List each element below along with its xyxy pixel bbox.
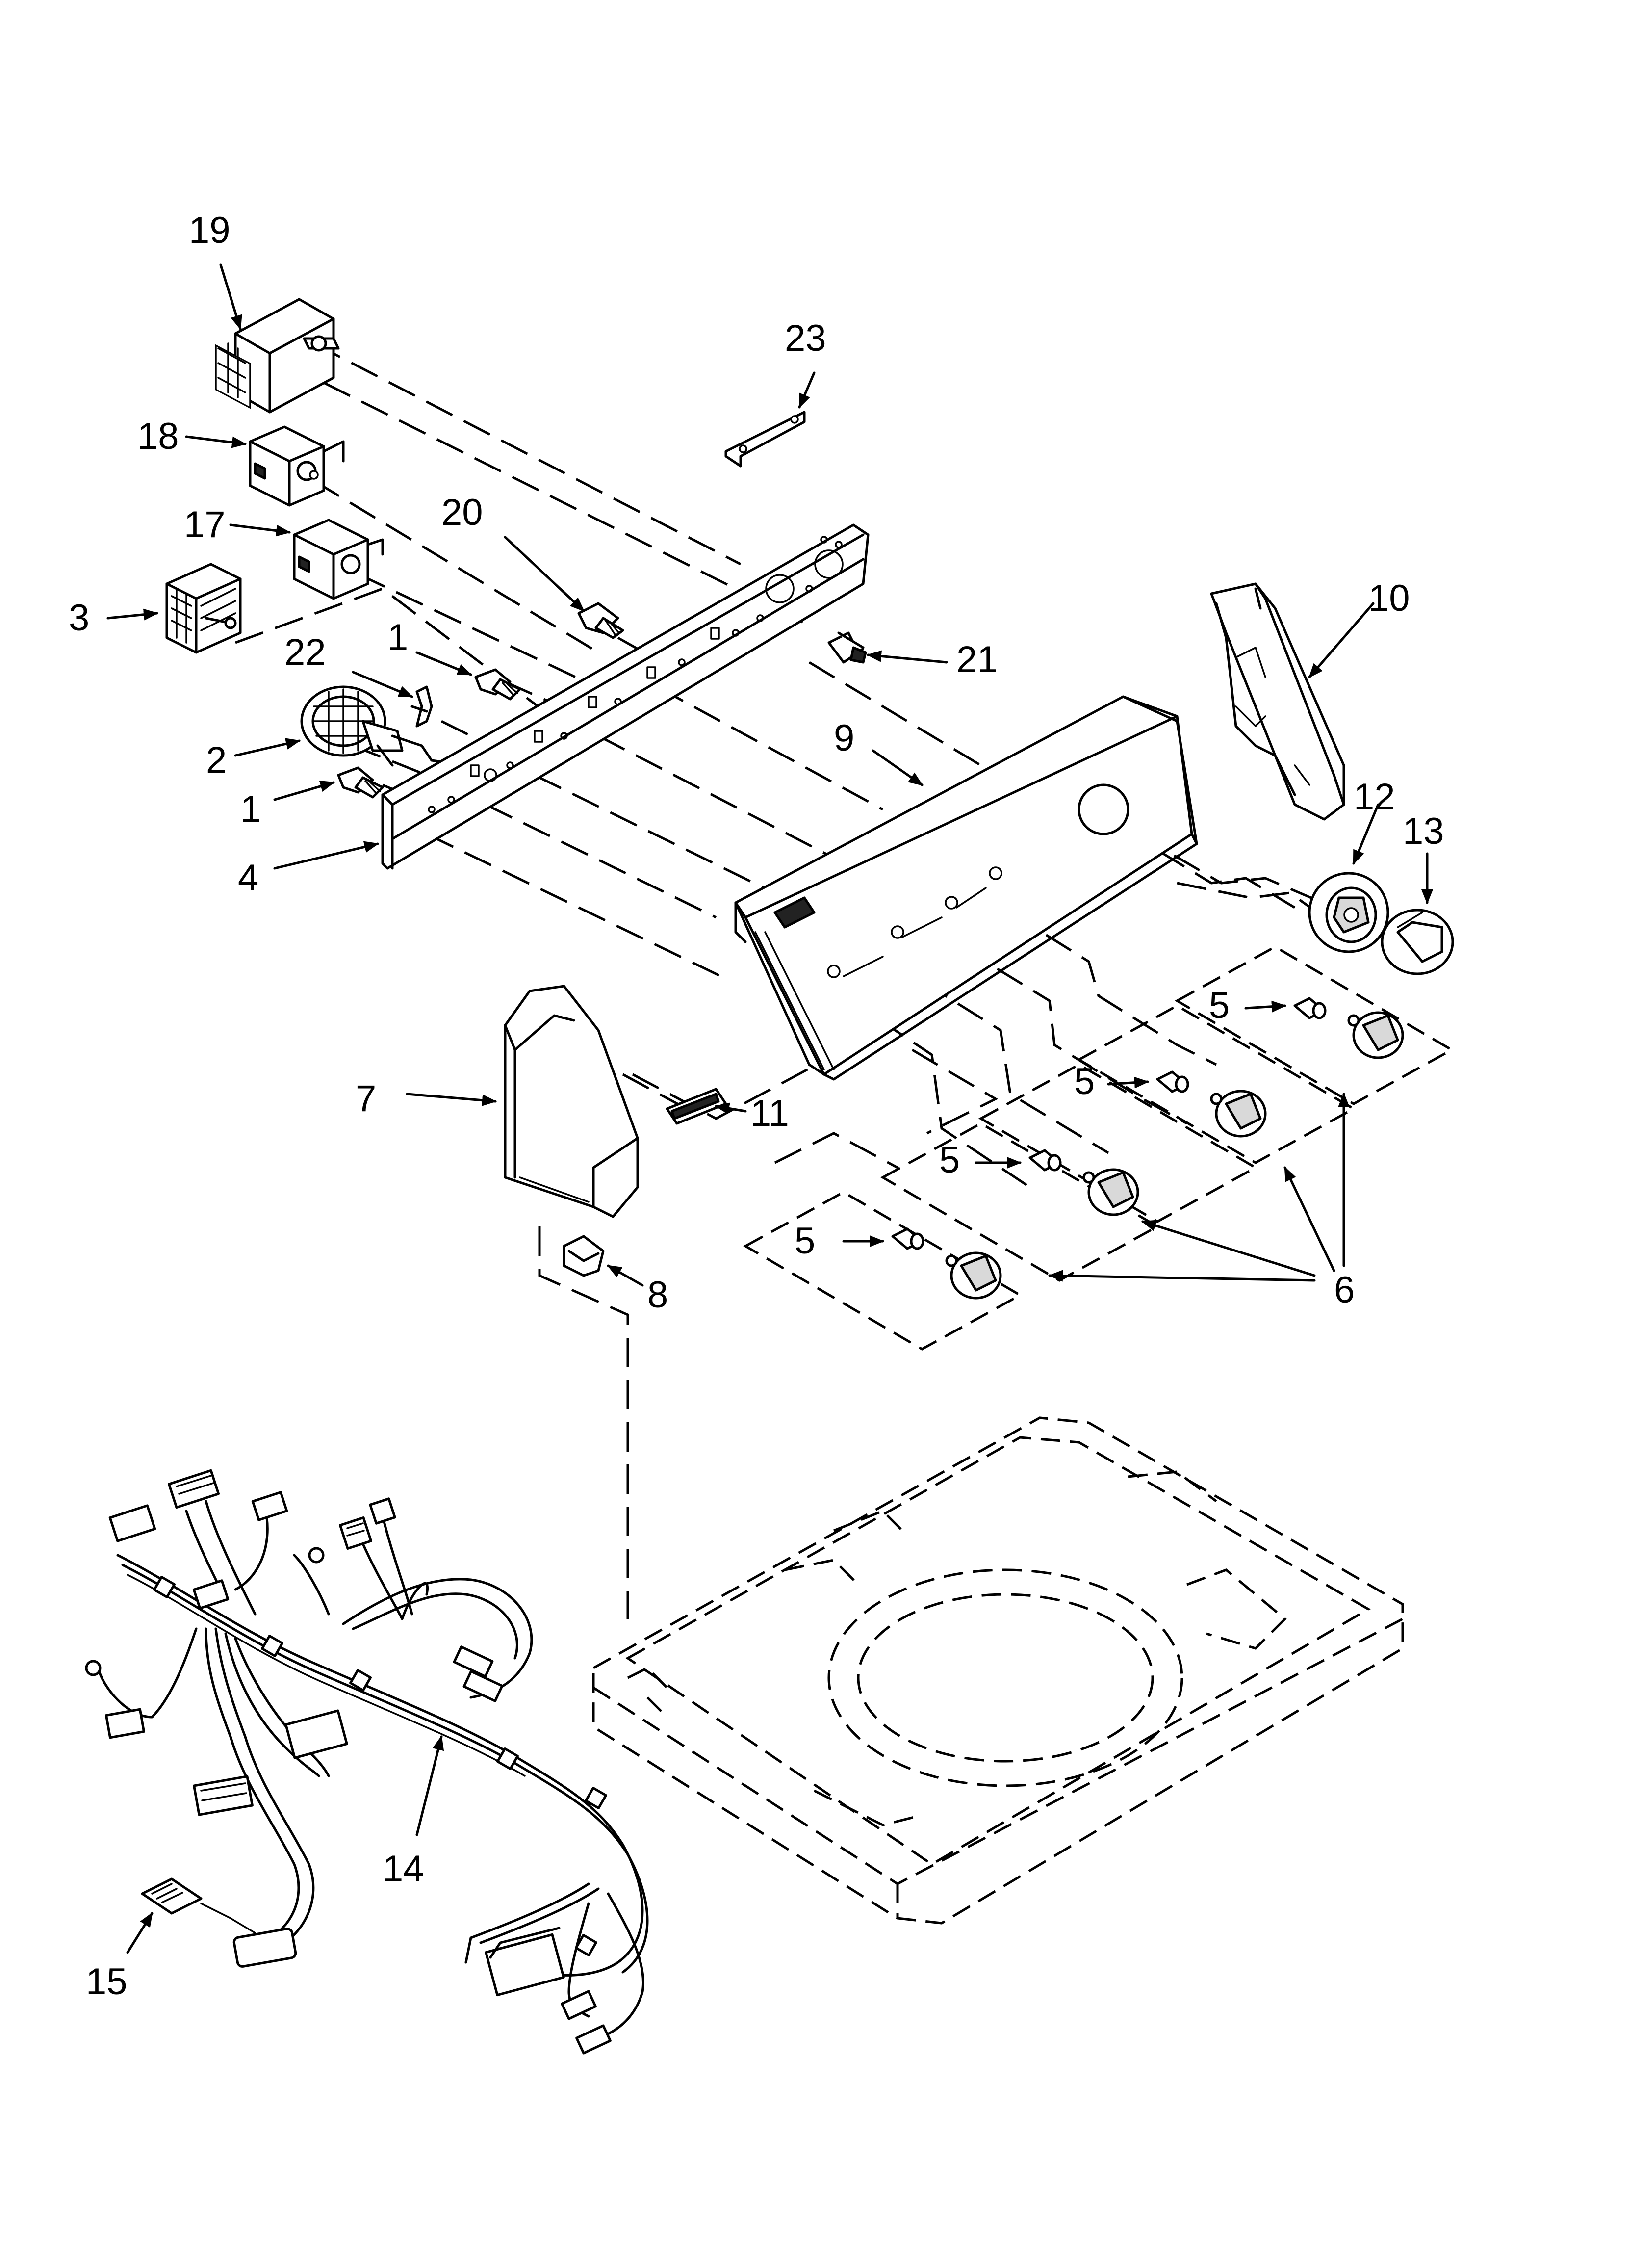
screw-1-top	[474, 668, 521, 701]
knob-6c	[1082, 1168, 1139, 1216]
wire-harness-14	[85, 1469, 649, 2055]
label-5-b: 5	[1074, 1061, 1095, 1102]
knob-6d	[945, 1251, 1002, 1300]
cabinet-top-outline	[592, 1416, 1404, 1925]
knob-6b	[1210, 1090, 1267, 1138]
label-6: 6	[1334, 1269, 1355, 1311]
label-4: 4	[238, 857, 258, 899]
label-1-top: 1	[387, 617, 408, 658]
label-23: 23	[785, 317, 826, 359]
screw-1-bottom	[337, 766, 384, 799]
label-7: 7	[356, 1078, 376, 1120]
label-5-a: 5	[1209, 985, 1230, 1026]
switch-11	[666, 1088, 727, 1125]
knob-insert-5b	[1156, 1070, 1189, 1093]
label-5-d: 5	[795, 1220, 815, 1262]
label-18: 18	[137, 416, 179, 457]
knob-13	[1381, 909, 1454, 975]
switch-3	[165, 563, 242, 654]
label-13: 13	[1403, 810, 1444, 852]
bezel-12	[1308, 872, 1389, 953]
knob-insert-5d	[891, 1227, 924, 1250]
label-8: 8	[647, 1274, 668, 1316]
knob-6a	[1347, 1011, 1404, 1059]
label-1-bottom: 1	[240, 788, 261, 830]
label-20: 20	[441, 492, 483, 533]
clip-22	[410, 685, 433, 728]
knob-insert-5a	[1293, 997, 1327, 1019]
clip-8	[563, 1235, 605, 1277]
switch-18	[249, 425, 345, 507]
label-11: 11	[750, 1093, 789, 1134]
bracket-23	[724, 411, 806, 468]
screw-21	[827, 631, 867, 664]
screw-20	[577, 602, 624, 639]
console-plate-4	[381, 523, 870, 870]
knob-insert-5c	[1028, 1149, 1062, 1172]
label-5-c: 5	[939, 1139, 960, 1181]
label-21: 21	[956, 639, 998, 680]
side-cap-7	[504, 985, 639, 1218]
label-3: 3	[69, 597, 89, 639]
timer-switch-19	[215, 298, 340, 414]
label-2: 2	[206, 739, 227, 781]
label-19: 19	[189, 209, 231, 251]
switch-17	[293, 519, 384, 600]
board-15	[141, 1877, 256, 1934]
callout-labels: 19 23 18 20 17 3 10 1 21 22 9 2 12 1 13 …	[69, 209, 1444, 2003]
label-22: 22	[284, 631, 326, 673]
label-15: 15	[86, 1961, 128, 2003]
label-12: 12	[1354, 776, 1395, 818]
pressure-switch-2	[300, 685, 472, 767]
leader-arrows	[106, 263, 1433, 1954]
label-10: 10	[1368, 577, 1410, 619]
label-17: 17	[184, 504, 226, 546]
control-panel-9	[734, 695, 1198, 1081]
label-9: 9	[834, 717, 854, 759]
label-14: 14	[383, 1848, 424, 1890]
end-cap-10	[1210, 582, 1345, 821]
